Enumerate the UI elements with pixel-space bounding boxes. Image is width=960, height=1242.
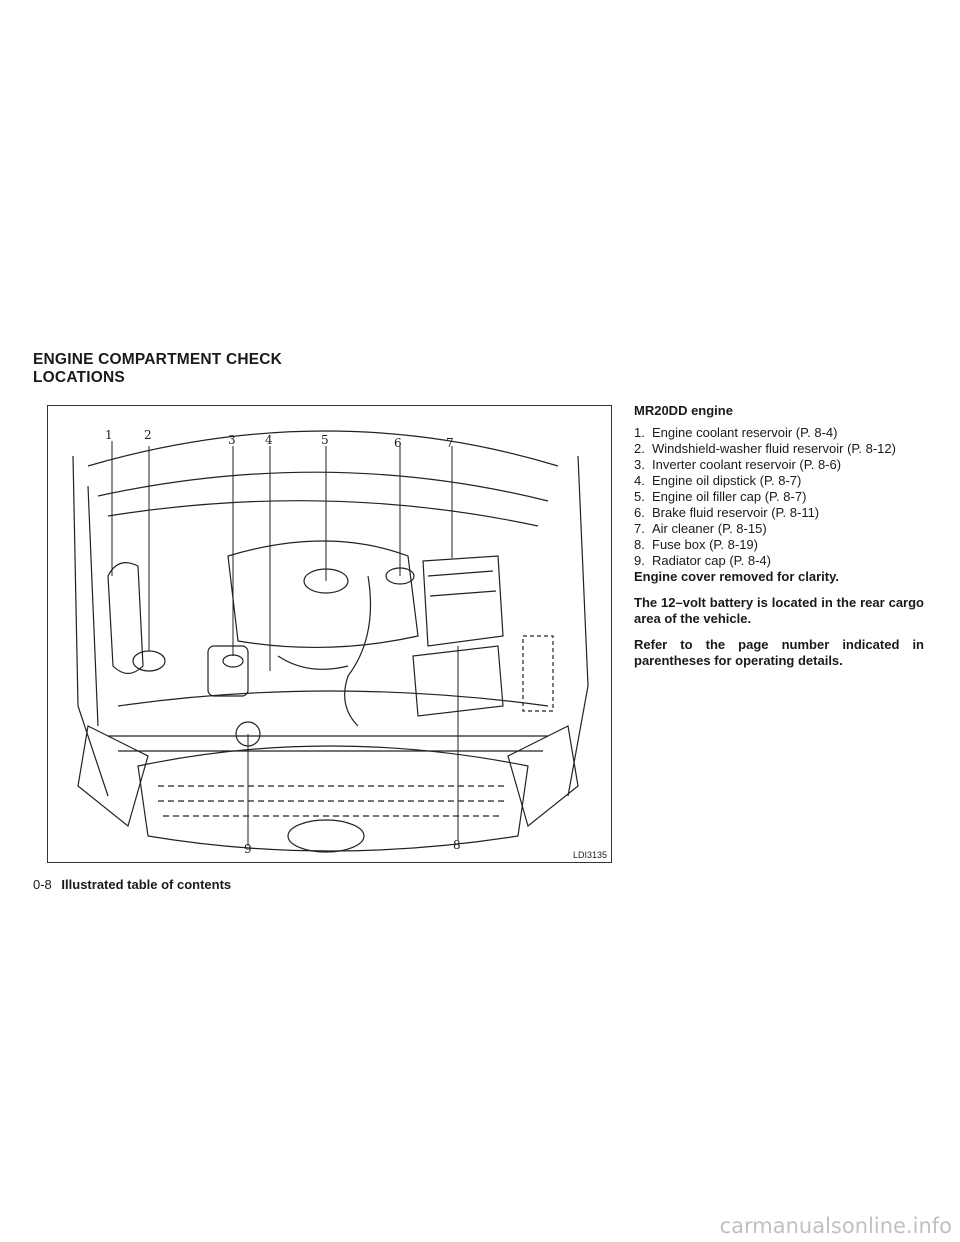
section-title: ENGINE COMPARTMENT CHECK LOCATIONS — [33, 351, 283, 386]
callout-1: 1 — [105, 428, 113, 442]
site-watermark: carmanualsonline.info — [719, 1214, 952, 1238]
item-number: 7. — [634, 521, 645, 536]
item-text: Brake fluid reservoir (P. 8-11) — [652, 505, 820, 520]
list-item: 7. Air cleaner (P. 8-15) — [634, 521, 924, 537]
item-text: Air cleaner (P. 8-15) — [652, 521, 767, 536]
list-item: 9. Radiator cap (P. 8-4) — [634, 553, 924, 569]
list-item: 8. Fuse box (P. 8-19) — [634, 537, 924, 553]
engine-illustration — [72, 430, 589, 853]
callout-3: 3 — [228, 433, 236, 447]
item-text: Engine coolant reservoir (P. 8-4) — [652, 425, 838, 440]
engine-heading: MR20DD engine — [634, 403, 733, 418]
list-item: 4. Engine oil dipstick (P. 8-7) — [634, 473, 924, 489]
figure-id: LDI3135 — [572, 850, 607, 860]
callout-2: 2 — [144, 428, 152, 442]
item-text: Engine oil filler cap (P. 8-7) — [652, 489, 807, 504]
list-item: 2. Windshield-washer fluid reservoir (P. … — [634, 441, 924, 457]
engine-compartment-figure: 1 2 3 4 5 6 7 8 9 LDI3135 — [47, 405, 612, 863]
item-text: Fuse box (P. 8-19) — [652, 537, 758, 552]
callout-4: 4 — [265, 433, 273, 447]
item-number: 1. — [634, 425, 645, 440]
callout-6: 6 — [394, 436, 402, 450]
callout-9: 9 — [244, 842, 252, 856]
page-number: 0-8 — [33, 877, 52, 892]
item-number: 4. — [634, 473, 645, 488]
item-text: Radiator cap (P. 8-4) — [652, 553, 771, 568]
callout-8: 8 — [453, 838, 461, 852]
item-number: 5. — [634, 489, 645, 504]
item-number: 9. — [634, 553, 645, 568]
item-text: Engine oil dipstick (P. 8-7) — [652, 473, 802, 488]
locations-text: MR20DD engine 1. Engine coolant reservoir… — [634, 403, 924, 669]
location-list: 1. Engine coolant reservoir (P. 8-4) 2. Wi… — [634, 425, 924, 569]
list-item: 3. Inverter coolant reservoir (P. 8-6) — [634, 457, 924, 473]
note-battery: The 12–volt battery is located in the re… — [634, 595, 924, 626]
item-text: Inverter coolant reservoir (P. 8-6) — [652, 457, 842, 472]
item-number: 6. — [634, 505, 645, 520]
footer-section-title: Illustrated table of contents — [61, 877, 232, 892]
list-item: 1. Engine coolant reservoir (P. 8-4) — [634, 425, 924, 441]
note-page-reference: Refer to the page number indicated in pa… — [634, 637, 924, 668]
page-footer: 0-8 Illustrated table of contents — [33, 877, 231, 892]
item-number: 8. — [634, 537, 645, 552]
list-item: 5. Engine oil filler cap (P. 8-7) — [634, 489, 924, 505]
item-number: 3. — [634, 457, 645, 472]
list-item: 6. Brake fluid reservoir (P. 8-11) — [634, 505, 924, 521]
note-engine-cover: Engine cover removed for clarity. — [634, 569, 839, 584]
item-text: Windshield-washer fluid reservoir (P. 8-… — [652, 441, 896, 456]
callout-5: 5 — [321, 433, 329, 447]
callout-7: 7 — [446, 436, 454, 450]
item-number: 2. — [634, 441, 645, 456]
